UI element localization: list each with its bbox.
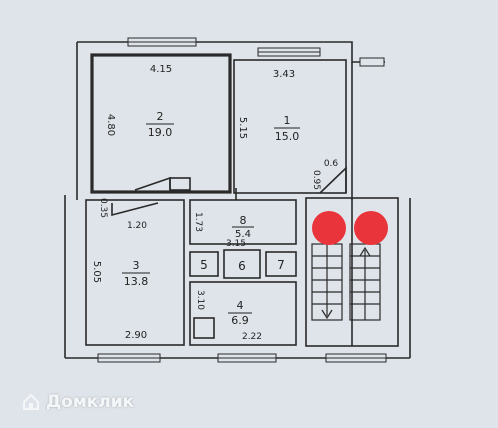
- room-8-width: 3.15: [226, 239, 246, 249]
- windows: [97, 37, 387, 363]
- room-8-number: 8: [240, 214, 247, 227]
- room-3-number: 3: [133, 259, 140, 272]
- room-1-height: 5.15: [237, 117, 248, 139]
- watermark-text: Домклик: [46, 392, 135, 412]
- room-7-number: 7: [277, 258, 285, 272]
- walls: [64, 41, 411, 359]
- room-6-number: 6: [238, 259, 246, 273]
- room-8-area: 5.4: [235, 229, 251, 240]
- room-2-width: 4.15: [150, 64, 172, 75]
- door-room-3: [111, 202, 159, 217]
- room-1-walls: [233, 59, 347, 194]
- room-4-width: 2.22: [242, 332, 262, 342]
- watermark: Домклик: [22, 392, 134, 412]
- room-8-height: 1.73: [193, 212, 203, 232]
- room-4-area: 6.9: [231, 314, 249, 327]
- room-3-height: 5.05: [91, 261, 102, 283]
- window-stair-top: [359, 57, 385, 67]
- fixture-room-4: [193, 317, 215, 339]
- room-5-number: 5: [200, 258, 208, 272]
- fixture-room-2: [169, 177, 191, 191]
- labels: 4.15 4.80 2 19.0 3.43 5.15 1 15.0 0.6 0.…: [91, 64, 338, 342]
- room-5-walls: [189, 251, 219, 277]
- door-room-2: [134, 176, 171, 191]
- closet-width: 0.6: [324, 159, 339, 169]
- room-3-width: 2.90: [125, 330, 147, 341]
- room-4-walls: [189, 281, 297, 346]
- room-1-area: 15.0: [275, 130, 300, 143]
- closet-walls: [319, 166, 347, 194]
- room-2-area: 19.0: [148, 126, 173, 139]
- room-4-number: 4: [237, 299, 244, 312]
- hall-height: 0.35: [98, 198, 108, 218]
- room-1-width: 3.43: [273, 69, 295, 80]
- room-2-walls: [90, 53, 232, 194]
- room-2-number: 2: [157, 110, 164, 123]
- stairs: [311, 243, 381, 321]
- room-4-height: 3.10: [195, 290, 205, 310]
- room-3-walls: [85, 199, 185, 346]
- domclick-logo-icon: [23, 393, 39, 410]
- room-2-height: 4.80: [105, 114, 116, 136]
- room-3-area: 13.8: [124, 275, 149, 288]
- room-8-walls: [189, 199, 297, 245]
- marker-dot-right: [354, 211, 388, 245]
- closet-height: 0.95: [311, 170, 321, 190]
- hall-width: 1.20: [127, 221, 147, 231]
- marker-dot-left: [312, 211, 346, 245]
- room-1-number: 1: [284, 114, 291, 127]
- room-7-walls: [265, 251, 297, 277]
- room-6-walls: [223, 249, 261, 279]
